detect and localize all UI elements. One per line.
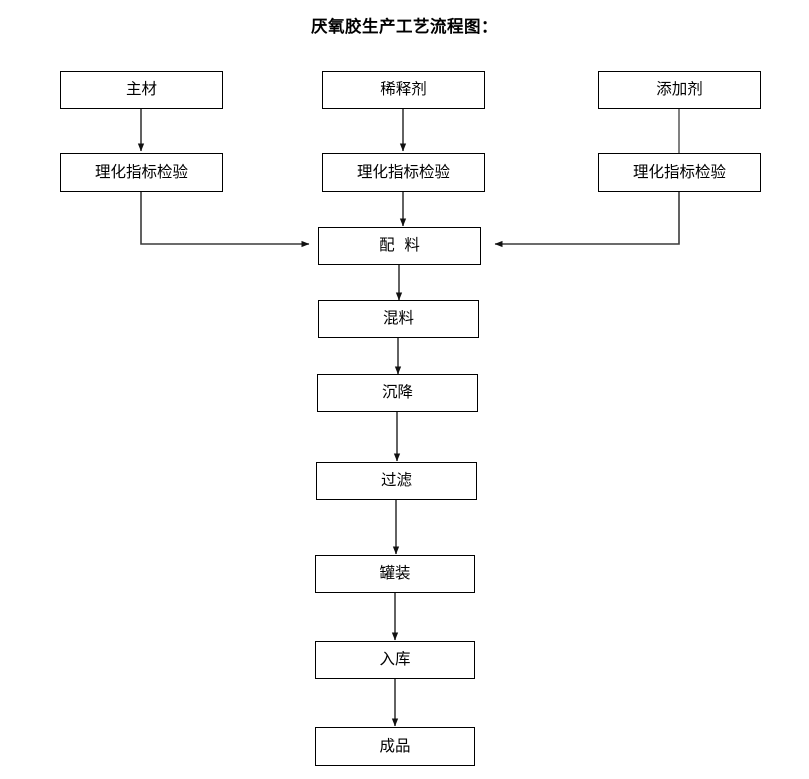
- node-inspect-right[interactable]: 理化指标检验: [598, 153, 761, 192]
- node-inspect-left[interactable]: 理化指标检验: [60, 153, 223, 192]
- node-canning-label: 罐装: [379, 564, 411, 583]
- node-finished[interactable]: 成品: [315, 727, 475, 766]
- node-diluent[interactable]: 稀释剂: [322, 71, 485, 109]
- node-batching[interactable]: 配 料: [318, 227, 481, 265]
- node-main-material[interactable]: 主材: [60, 71, 223, 109]
- node-inspect-mid[interactable]: 理化指标检验: [322, 153, 485, 192]
- page-title: 厌氧胶生产工艺流程图：: [311, 17, 498, 36]
- edge-inspect-left-to-batching: [140, 192, 310, 248]
- node-inspect-right-label: 理化指标检验: [632, 162, 726, 181]
- node-inspect-left-label: 理化指标检验: [94, 162, 188, 181]
- node-finished-label: 成品: [379, 736, 411, 755]
- node-inspect-mid-label: 理化指标检验: [356, 162, 450, 181]
- node-additive-label: 添加剂: [656, 80, 703, 99]
- node-additive[interactable]: 添加剂: [598, 71, 761, 109]
- node-diluent-label: 稀释剂: [380, 80, 427, 99]
- node-warehousing[interactable]: 入库: [315, 641, 475, 679]
- node-canning[interactable]: 罐装: [315, 555, 475, 593]
- node-settling[interactable]: 沉降: [317, 374, 478, 412]
- node-warehousing-label: 入库: [379, 650, 411, 669]
- node-filtering-label: 过滤: [380, 471, 412, 490]
- node-settling-label: 沉降: [381, 383, 413, 402]
- node-mixing[interactable]: 混料: [318, 300, 479, 338]
- node-batching-label: 配 料: [379, 236, 420, 255]
- node-filtering[interactable]: 过滤: [316, 462, 477, 500]
- edge-inspect-right-to-batching: [494, 192, 680, 248]
- node-mixing-label: 混料: [382, 309, 414, 328]
- node-main-material-label: 主材: [125, 80, 157, 99]
